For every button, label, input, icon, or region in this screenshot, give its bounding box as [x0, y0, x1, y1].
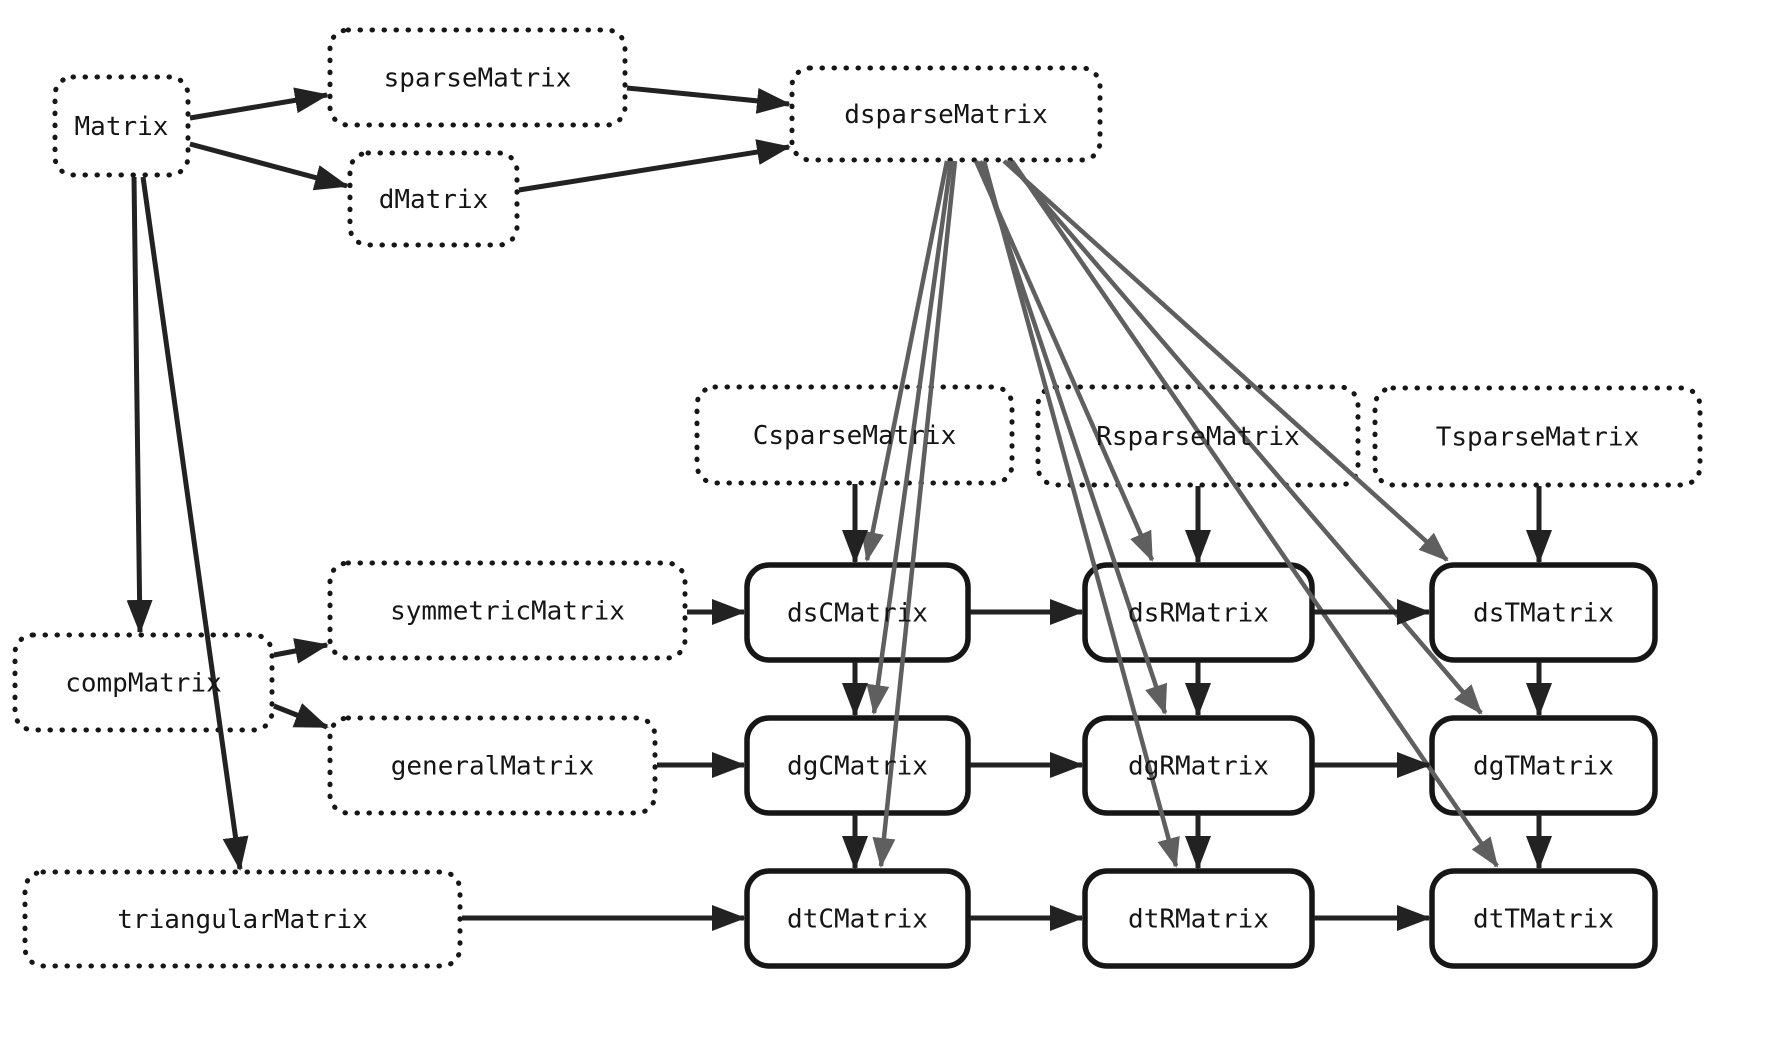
edge-dMatrix-to-dsparseMatrix — [518, 139, 791, 193]
edge-dsparseMatrix-to-dsRMatrix — [973, 160, 1155, 562]
node-label-triangularMatrix: triangularMatrix — [117, 905, 367, 935]
virtual-class-node-symmetricMatrix — [327, 560, 688, 661]
node-label-CsparseMatrix: CsparseMatrix — [753, 421, 957, 451]
virtual-class-node-Matrix — [52, 74, 191, 178]
concrete-class-node-dgCMatrix — [744, 715, 971, 816]
virtual-class-node-TsparseMatrix — [1372, 385, 1703, 488]
edge-Matrix-to-compMatrix — [126, 176, 153, 634]
node-label-dtTMatrix: dtTMatrix — [1473, 905, 1614, 935]
edge-dsparseMatrix-to-dtRMatrix — [981, 160, 1180, 868]
edge-dsparseMatrix-to-dsTMatrix — [1002, 159, 1449, 562]
virtual-class-node-dsparseMatrix — [789, 65, 1103, 163]
edge-Matrix-to-sparseMatrix — [189, 87, 329, 121]
virtual-class-node-generalMatrix — [327, 715, 658, 816]
virtual-class-node-dMatrix — [347, 150, 520, 248]
node-label-sparseMatrix: sparseMatrix — [384, 64, 572, 94]
edge-compMatrix-to-generalMatrix — [273, 703, 329, 730]
inheritance-edges-black-layer — [126, 85, 1552, 931]
node-label-generalMatrix: generalMatrix — [391, 752, 595, 782]
edge-dsparseMatrix-to-dtTMatrix — [1010, 159, 1499, 868]
node-label-dsparseMatrix: dsparseMatrix — [844, 100, 1048, 130]
edge-Matrix-to-dMatrix — [189, 141, 349, 191]
node-label-TsparseMatrix: TsparseMatrix — [1436, 423, 1640, 453]
virtual-class-node-triangularMatrix — [22, 869, 463, 969]
node-label-symmetricMatrix: symmetricMatrix — [390, 597, 625, 627]
edge-Matrix-to-triangularMatrix — [140, 176, 249, 871]
edge-dsparseMatrix-to-dtCMatrix — [872, 160, 958, 868]
node-label-dsCMatrix: dsCMatrix — [787, 599, 928, 629]
virtual-class-node-RsparseMatrix — [1035, 384, 1361, 488]
node-label-dgTMatrix: dgTMatrix — [1473, 752, 1614, 782]
node-label-dsRMatrix: dsRMatrix — [1128, 599, 1269, 629]
node-label-RsparseMatrix: RsparseMatrix — [1096, 422, 1300, 452]
virtual-class-node-CsparseMatrix — [694, 384, 1015, 486]
node-label-dtRMatrix: dtRMatrix — [1128, 905, 1269, 935]
node-label-dgRMatrix: dgRMatrix — [1128, 752, 1269, 782]
concrete-class-node-dtCMatrix — [744, 868, 971, 969]
node-label-Matrix: Matrix — [75, 112, 169, 142]
virtual-class-node-compMatrix — [12, 632, 275, 733]
node-labels-layer: Matrix sparseMatrix dMatrix dsparseMatrixCs… — [65, 64, 1639, 936]
edge-dsparseMatrix-to-dgCMatrix — [866, 160, 954, 715]
node-label-dsTMatrix: dsTMatrix — [1473, 599, 1614, 629]
node-label-dgCMatrix: dgCMatrix — [787, 752, 928, 782]
edge-dsparseMatrix-to-dsCMatrix — [861, 160, 950, 562]
node-label-dMatrix: dMatrix — [379, 185, 489, 215]
edge-compMatrix-to-symmetricMatrix — [273, 638, 329, 664]
virtual-class-node-sparseMatrix — [327, 27, 628, 128]
concrete-class-node-dtRMatrix — [1082, 868, 1315, 969]
concrete-class-node-dgTMatrix — [1429, 715, 1658, 816]
node-label-compMatrix: compMatrix — [65, 669, 222, 699]
concrete-class-node-dsCMatrix — [744, 562, 971, 663]
edge-sparseMatrix-to-dsparseMatrix — [626, 85, 791, 114]
concrete-class-node-dsTMatrix — [1429, 562, 1658, 663]
concrete-class-node-dtTMatrix — [1429, 868, 1658, 969]
node-label-dtCMatrix: dtCMatrix — [787, 905, 928, 935]
nodes-layer — [12, 27, 1703, 969]
concrete-class-node-dsRMatrix — [1082, 562, 1315, 663]
